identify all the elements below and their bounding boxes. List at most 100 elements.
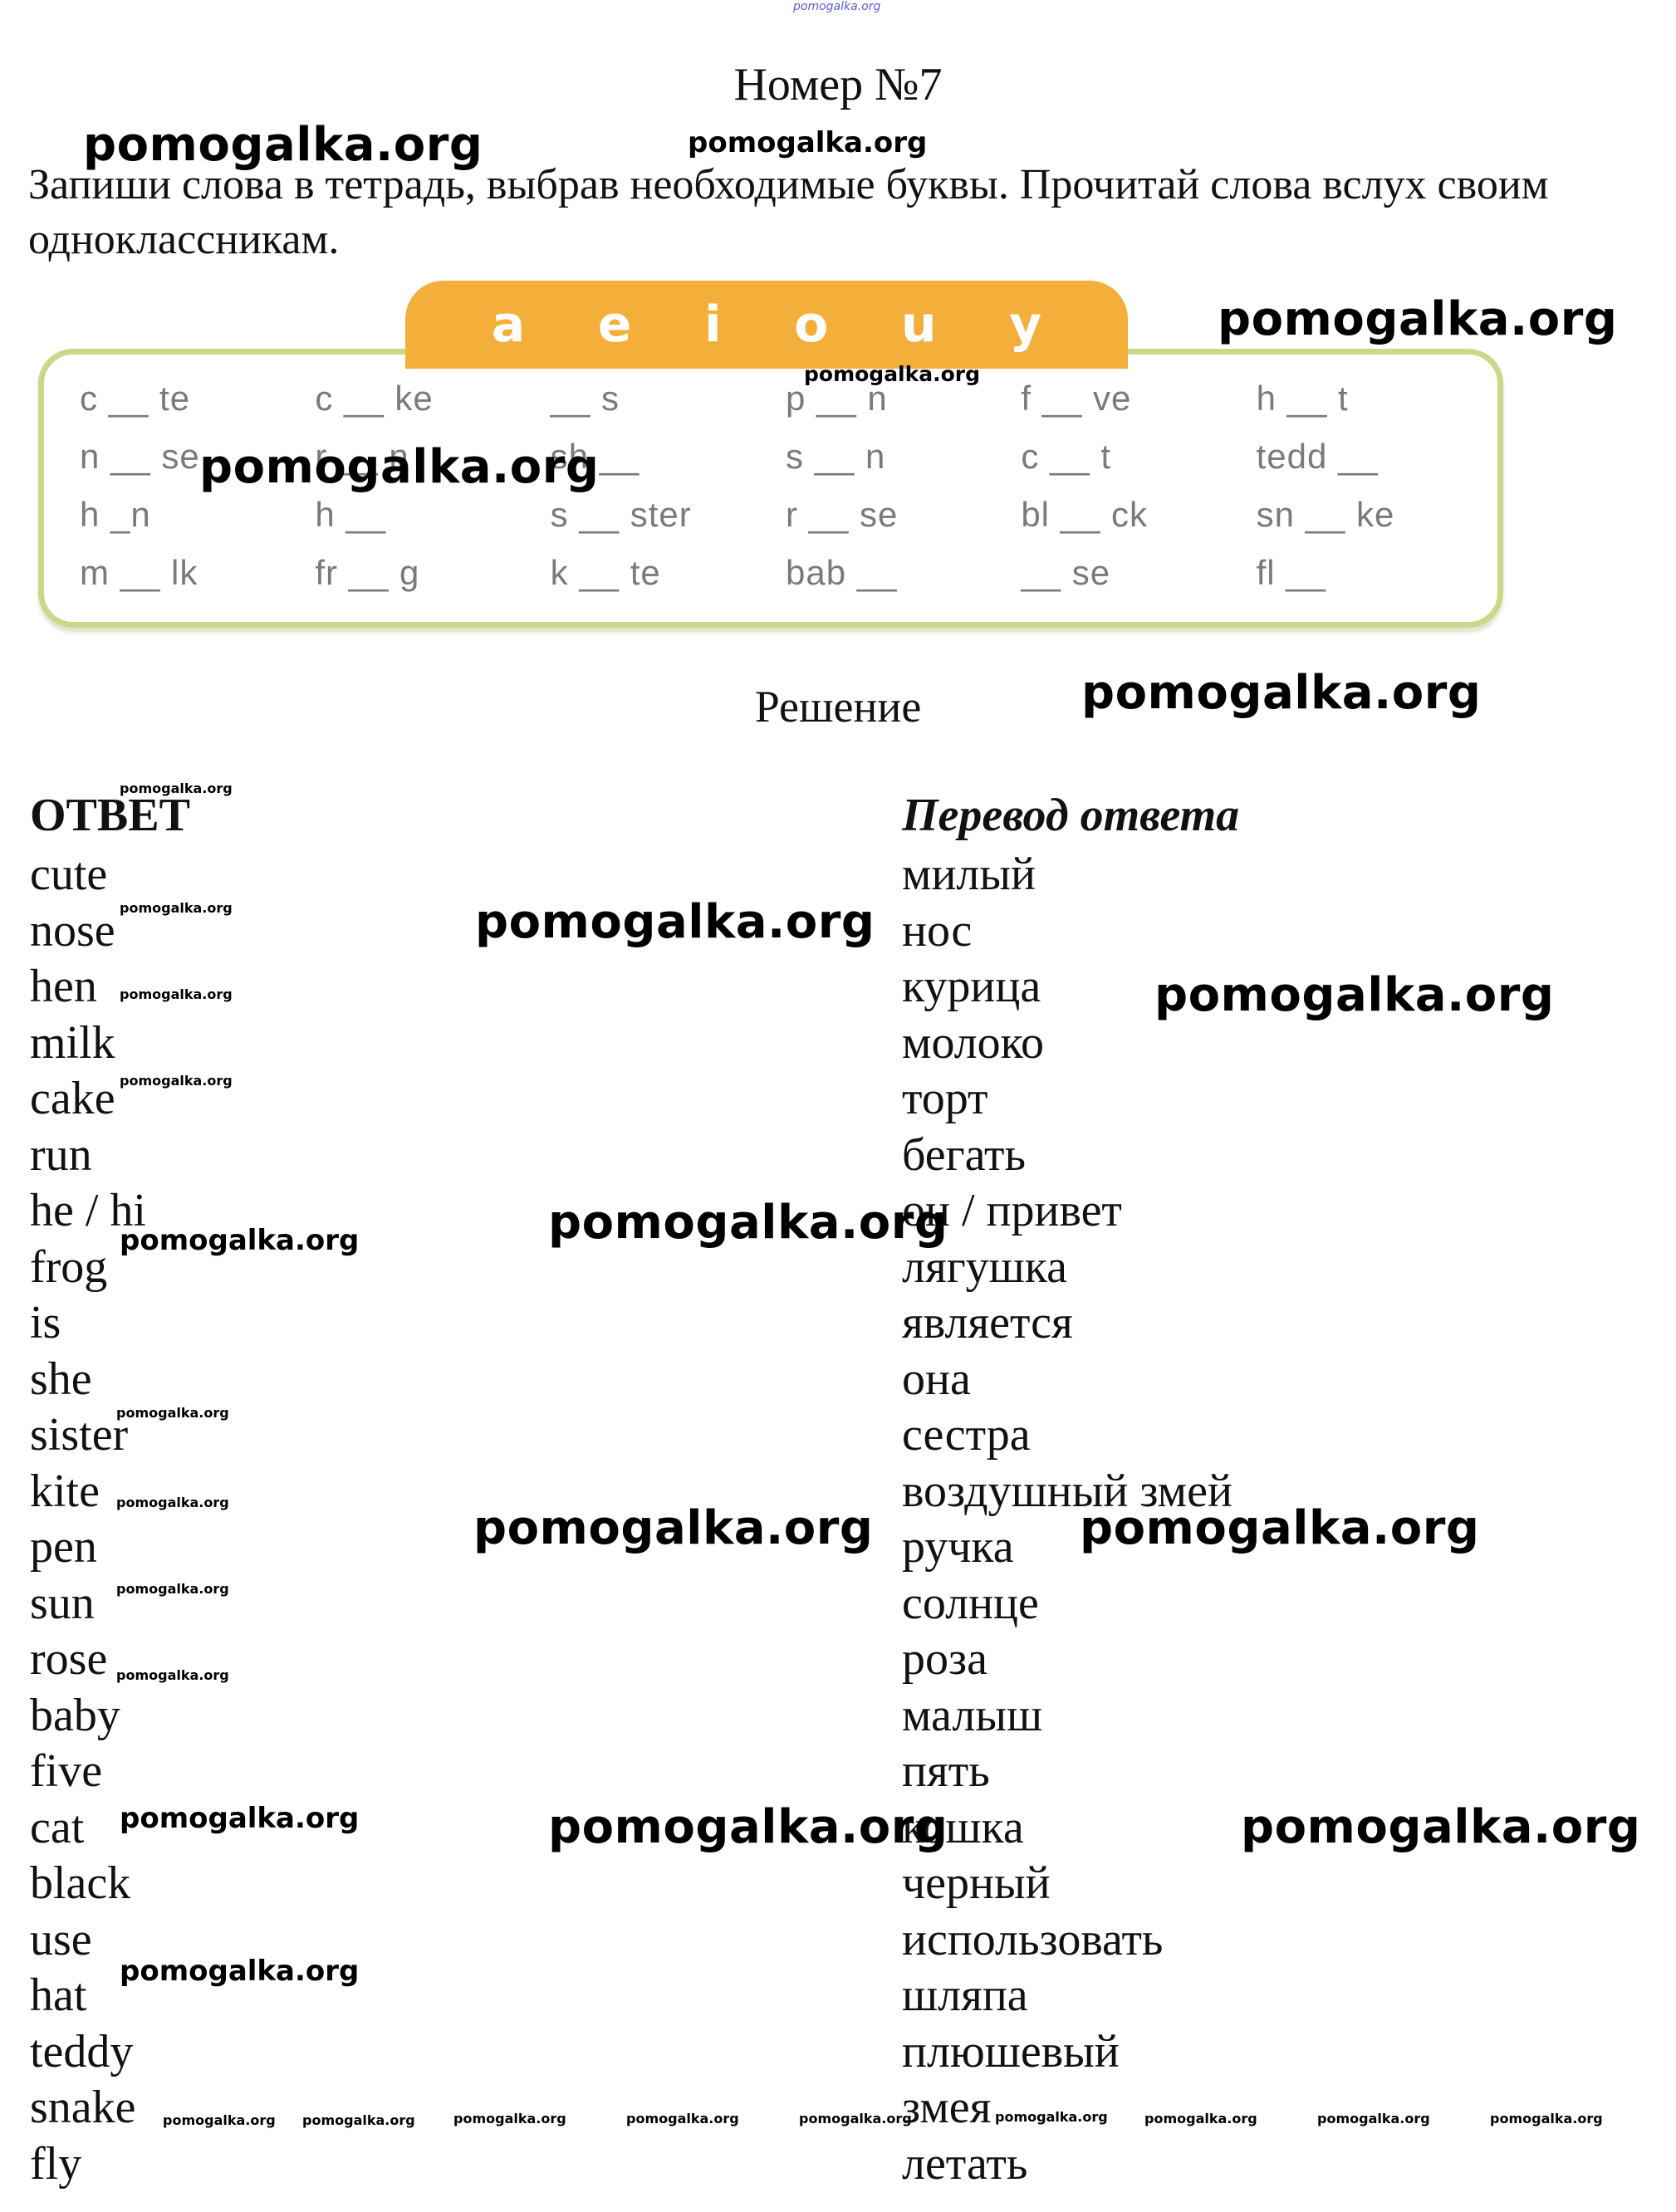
watermark: pomogalka.org bbox=[1317, 2111, 1430, 2126]
translation-word: пять bbox=[902, 1745, 990, 1797]
word-gap: bab __ bbox=[785, 553, 898, 592]
word-gap: r __ se bbox=[785, 495, 899, 534]
watermark: pomogalka.org bbox=[120, 781, 233, 796]
page-title: Номер №7 bbox=[733, 59, 943, 110]
watermark: pomogalka.org bbox=[116, 1495, 229, 1510]
word-gap: fl __ bbox=[1256, 553, 1327, 592]
translation-word: торт bbox=[902, 1073, 988, 1124]
translation-word: роза bbox=[902, 1633, 987, 1685]
word-gap: fr __ g bbox=[315, 553, 420, 592]
watermark: pomogalka.org bbox=[199, 440, 600, 494]
answer-word: cute bbox=[30, 849, 108, 900]
watermark: pomogalka.org bbox=[120, 986, 233, 1002]
word-gap: m __ lk bbox=[80, 553, 198, 592]
translation-word: воздушный змей bbox=[902, 1465, 1232, 1517]
answer-word: kite bbox=[30, 1465, 100, 1517]
word-gap: s __ n bbox=[785, 437, 886, 476]
answer-word: run bbox=[30, 1128, 92, 1181]
answer-word: sun bbox=[30, 1577, 95, 1629]
answer-word: rose bbox=[30, 1633, 108, 1685]
word-gap: h _n bbox=[80, 495, 151, 534]
watermark: pomogalka.org bbox=[302, 2112, 415, 2128]
watermark: pomogalka.org bbox=[120, 900, 233, 916]
word-gap: p __ n bbox=[785, 379, 888, 418]
translation-word: является bbox=[902, 1297, 1073, 1348]
answer-word: he / hi bbox=[30, 1185, 146, 1236]
watermark: pomogalka.org bbox=[473, 1501, 874, 1555]
exercise-row: n __ se r __ n sh __ s __ n c __ t tedd … bbox=[80, 428, 1492, 486]
watermark: pomogalka.org bbox=[83, 118, 483, 172]
answer-word: black bbox=[30, 1857, 131, 1909]
word-gap: s __ ster bbox=[550, 495, 692, 534]
answer-list: cute nose hen milk cake run he / hi frog… bbox=[30, 847, 146, 2192]
watermark: pomogalka.org bbox=[120, 1955, 360, 1988]
vowel-letter: i bbox=[703, 296, 722, 354]
translation-list: милый нос курица молоко торт бегать он /… bbox=[902, 847, 1232, 2192]
word-gap: c __ ke bbox=[315, 379, 434, 418]
translation-word: змея bbox=[902, 2082, 992, 2133]
answer-word: use bbox=[30, 1913, 92, 1965]
translation-word: нос bbox=[902, 904, 973, 957]
watermark: pomogalka.org bbox=[548, 1800, 948, 1854]
watermark: pomogalka.org bbox=[120, 1224, 360, 1257]
vowel-letter: y bbox=[1009, 296, 1042, 354]
answer-heading: ОТВЕТ bbox=[30, 790, 190, 841]
translation-word: использовать bbox=[902, 1913, 1164, 1965]
answer-word: teddy bbox=[30, 2025, 134, 2077]
answer-word: hat bbox=[30, 1970, 87, 2021]
word-gap: h __ t bbox=[1256, 379, 1349, 418]
vowel-letter: a bbox=[491, 296, 526, 354]
answer-word: cake bbox=[30, 1073, 115, 1124]
word-gap: sn __ ke bbox=[1256, 495, 1395, 534]
watermark: pomogalka.org bbox=[1241, 1800, 1641, 1854]
watermark: pomogalka.org bbox=[116, 1667, 229, 1683]
translation-word: плюшевый bbox=[902, 2025, 1120, 2077]
translation-word: летать bbox=[902, 2137, 1028, 2190]
watermark: pomogalka.org bbox=[1144, 2111, 1257, 2126]
word-gap: c __ t bbox=[1021, 437, 1112, 476]
word-gap: bl __ ck bbox=[1021, 495, 1149, 534]
answer-word: pen bbox=[30, 1521, 97, 1573]
translation-word: бегать bbox=[902, 1128, 1026, 1181]
watermark: pomogalka.org bbox=[1490, 2111, 1603, 2126]
watermark: pomogalka.org bbox=[548, 1196, 948, 1250]
watermark: pomogalka.org bbox=[163, 2112, 276, 2128]
answer-word: milk bbox=[30, 1016, 115, 1069]
answer-word: snake bbox=[30, 2082, 136, 2133]
answer-word: she bbox=[30, 1353, 92, 1405]
watermark-top: pomogalka.org bbox=[793, 0, 881, 13]
translation-word: он / привет bbox=[902, 1185, 1122, 1236]
watermark: pomogalka.org bbox=[120, 1073, 233, 1089]
exercise-row: h _n h __ s __ ster r __ se bl __ ck sn … bbox=[80, 486, 1492, 544]
answer-word: baby bbox=[30, 1689, 120, 1741]
translation-word: черный bbox=[902, 1857, 1051, 1909]
vowel-letter: e bbox=[597, 296, 632, 354]
watermark: pomogalka.org bbox=[453, 2111, 566, 2126]
answer-word: sister bbox=[30, 1409, 129, 1461]
translation-word: сестра bbox=[902, 1409, 1031, 1461]
word-gap: f __ ve bbox=[1021, 379, 1132, 418]
translation-word: солнце bbox=[902, 1577, 1039, 1629]
watermark: pomogalka.org bbox=[799, 2111, 912, 2126]
solution-heading: Решение bbox=[754, 682, 922, 732]
watermark: pomogalka.org bbox=[120, 1802, 360, 1835]
answer-word: is bbox=[30, 1297, 61, 1348]
watermark: pomogalka.org bbox=[1080, 1501, 1480, 1555]
answer-word: five bbox=[30, 1745, 103, 1797]
watermark: pomogalka.org bbox=[475, 895, 875, 949]
word-gap: tedd __ bbox=[1256, 437, 1379, 476]
answer-word: frog bbox=[30, 1241, 108, 1293]
translation-word: она bbox=[902, 1353, 971, 1405]
answer-word: hen bbox=[30, 961, 97, 1012]
exercise-grid: c __ te c __ ke __ s p __ n f __ ve h __… bbox=[80, 369, 1492, 602]
watermark: pomogalka.org bbox=[626, 2111, 739, 2126]
watermark: pomogalka.org bbox=[116, 1581, 229, 1597]
watermark: pomogalka.org bbox=[1081, 666, 1482, 720]
vowel-letter: o bbox=[794, 296, 829, 354]
translation-word: шляпа bbox=[902, 1970, 1028, 2021]
watermark: pomogalka.org bbox=[1218, 292, 1618, 346]
watermark: pomogalka.org bbox=[688, 126, 928, 159]
answer-word: cat bbox=[30, 1801, 85, 1853]
translation-word: милый bbox=[902, 849, 1036, 900]
exercise-row: c __ te c __ ke __ s p __ n f __ ve h __… bbox=[80, 369, 1492, 428]
